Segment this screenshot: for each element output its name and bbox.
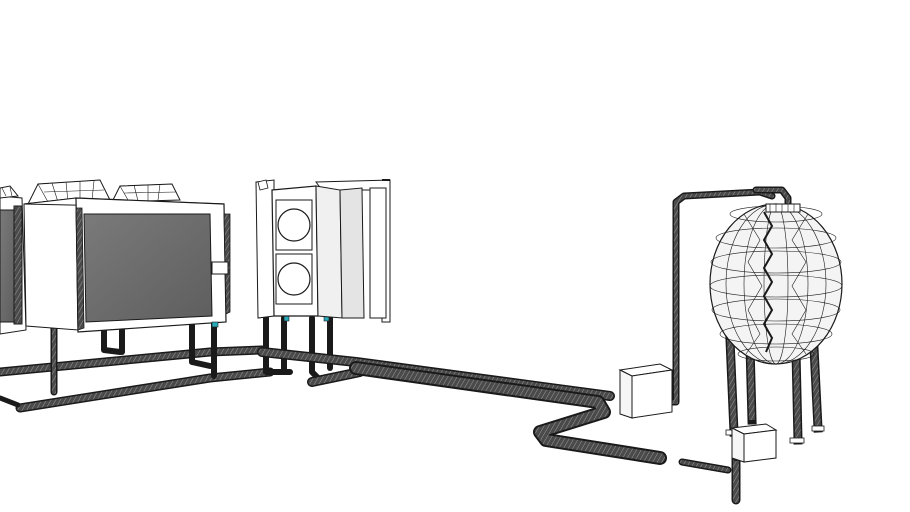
tank-legs [725,335,825,445]
junction-box-left [618,363,674,419]
control-box-icon [211,261,229,275]
fan-icon [277,208,311,242]
junction-box-right [730,423,778,463]
twin-fan-unit [255,179,391,323]
condenser-unit-main [23,179,330,333]
fan-icon [277,262,311,296]
fan-dome-icon [111,183,181,203]
condenser-unit-left [0,185,27,335]
spherical-tank [709,203,843,445]
